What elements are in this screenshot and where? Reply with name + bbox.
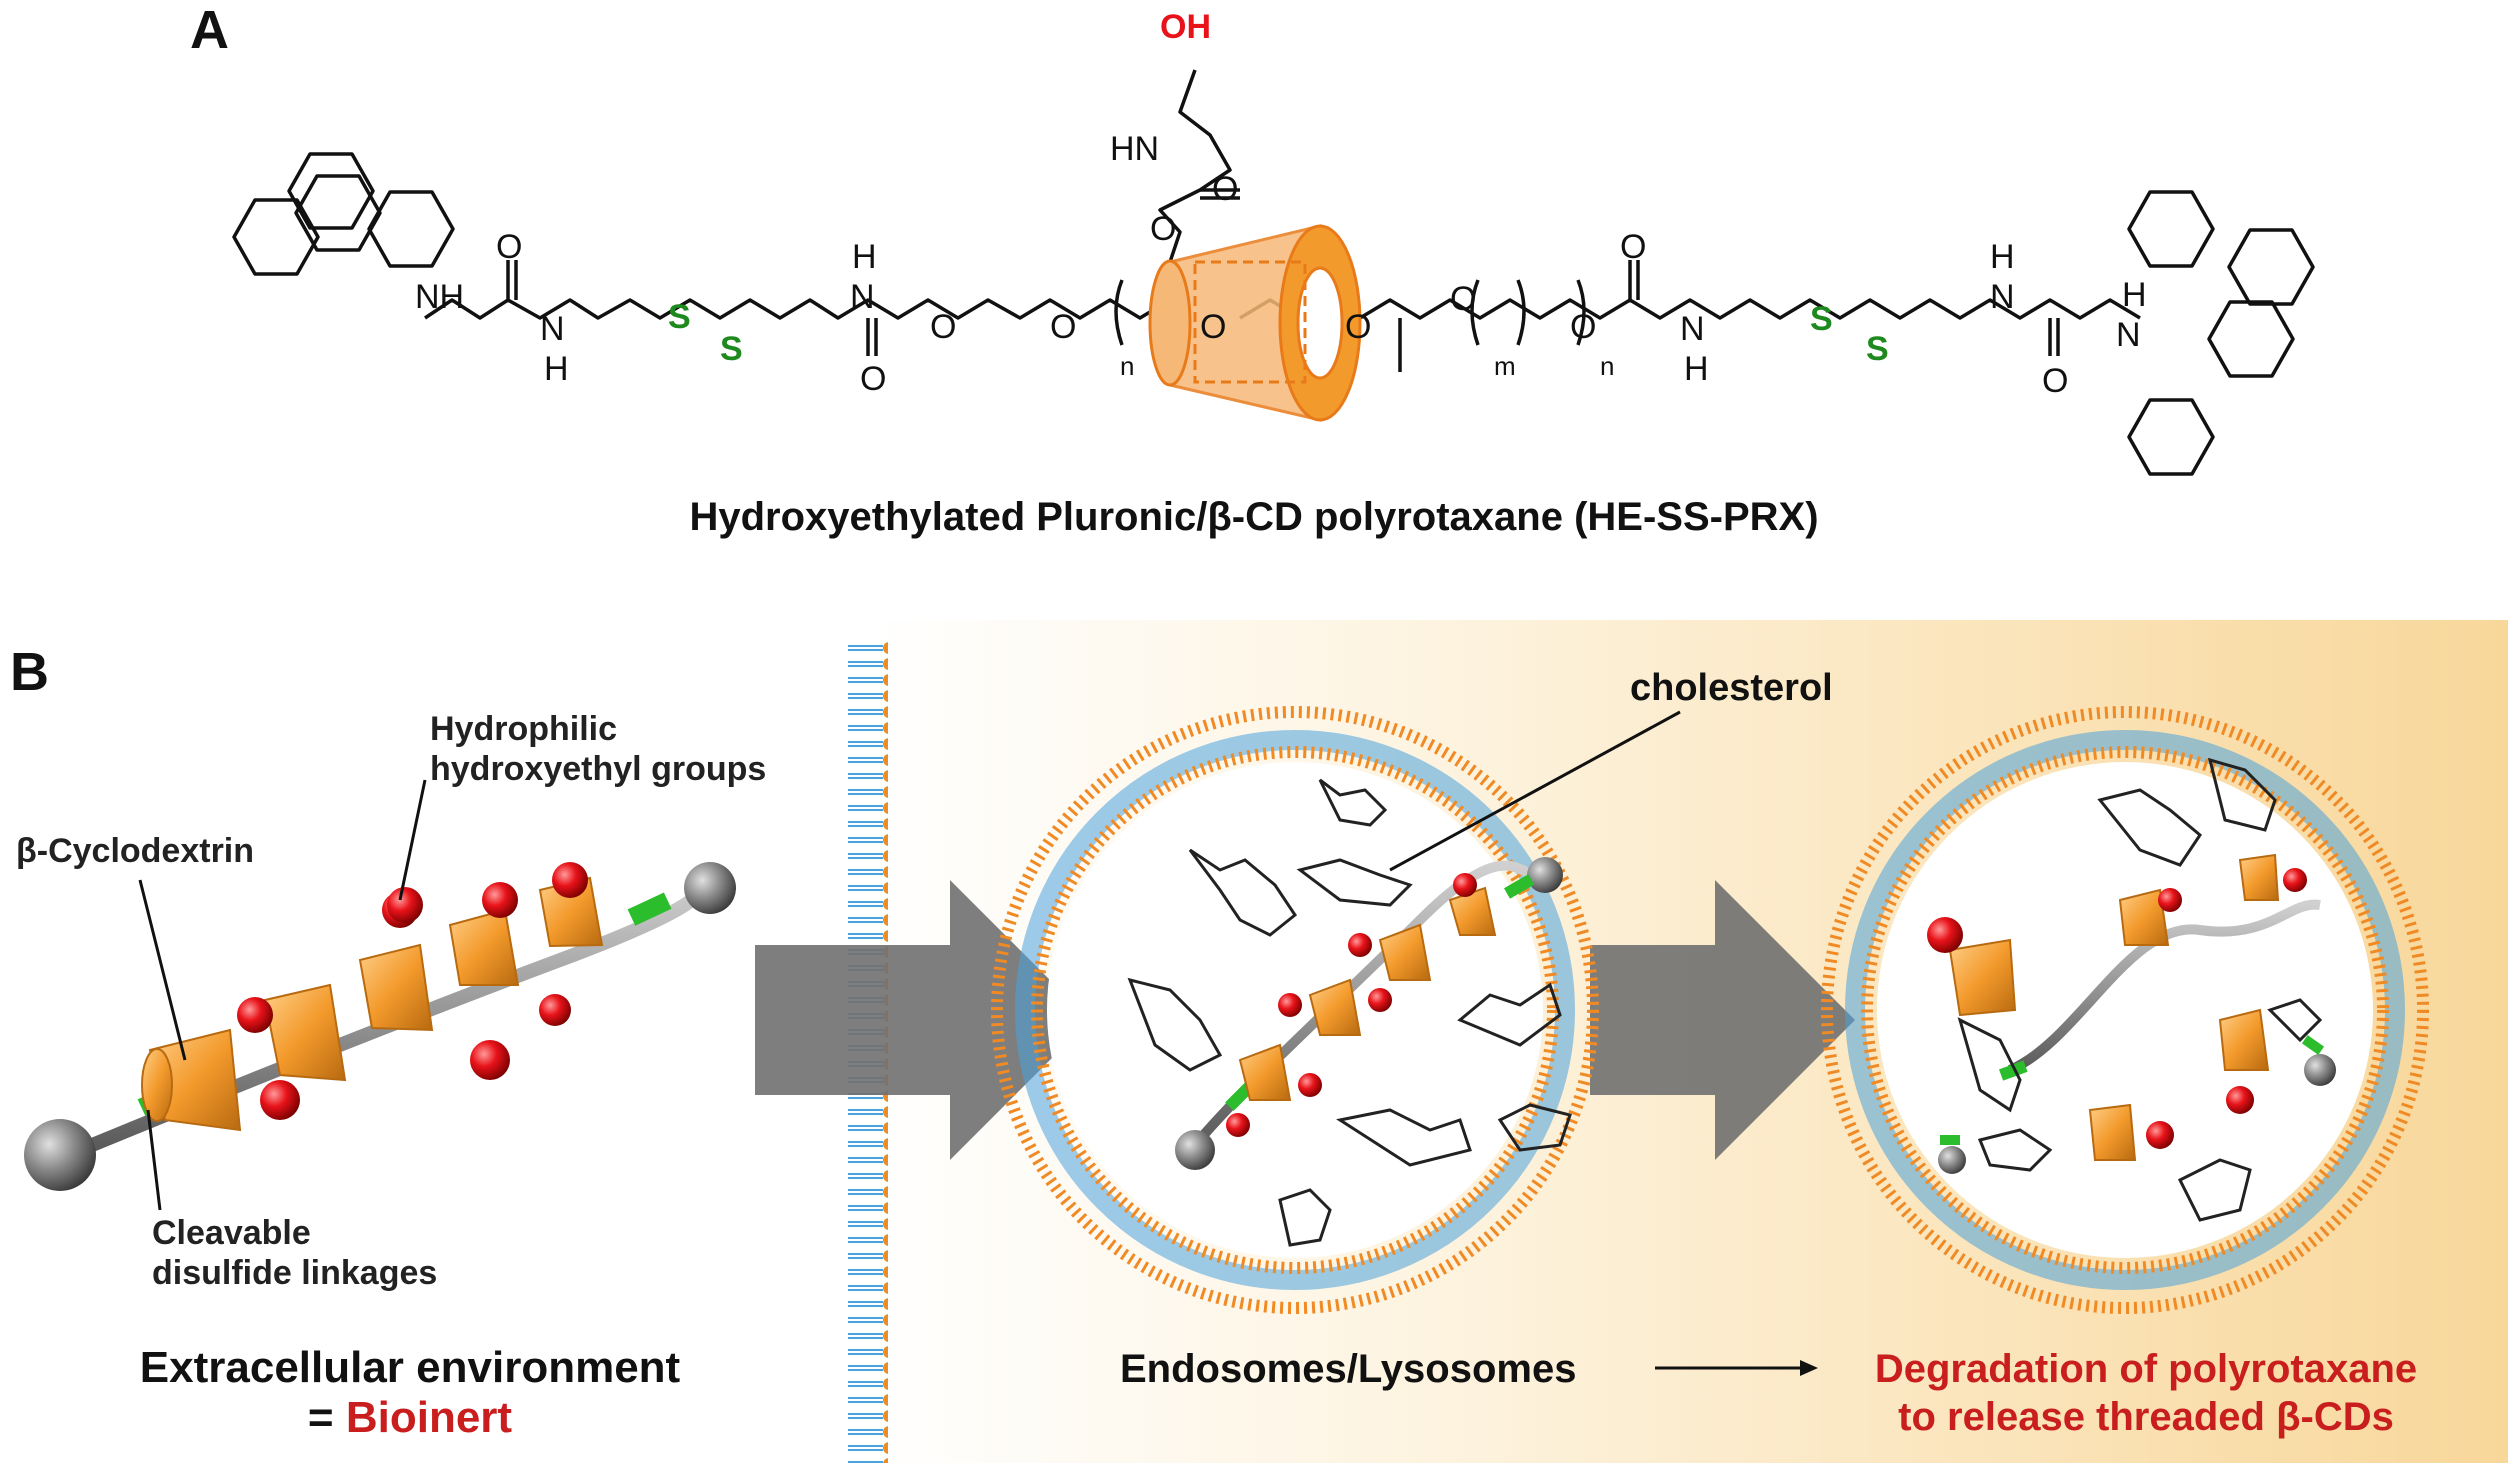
backbone-right <box>1239 298 2141 320</box>
atom-o-ppo2: O <box>1345 308 1371 346</box>
atom-o-ppo3: O <box>1450 280 1476 318</box>
atom-n-right2: N <box>1990 278 2015 316</box>
stopper-ball-left <box>24 1119 96 1191</box>
atom-n-left3: N <box>850 278 875 316</box>
label-endosomes: Endosomes/Lysosomes <box>1120 1347 1576 1391</box>
atom-o-peg-right: O <box>1570 308 1596 346</box>
atom-o-carbamate-left1: O <box>860 360 886 398</box>
label-cholesterol: cholesterol <box>1630 667 1833 709</box>
polyrotaxane-model-left <box>24 862 736 1191</box>
atom-o-ppo1: O <box>1200 308 1226 346</box>
cd-cone-structure <box>1148 224 1362 422</box>
atom-nh-left1: NH <box>415 278 464 316</box>
atom-n-right1: N <box>1680 310 1705 348</box>
label-degradation-1: Degradation of polyrotaxane <box>1875 1347 2417 1391</box>
atom-n-left2: N <box>540 310 565 348</box>
endosome-left <box>991 706 1599 1314</box>
label-degradation-2: to release threaded β-CDs <box>1898 1395 2394 1439</box>
label-cleavable-1: Cleavable <box>152 1214 311 1252</box>
label-bioinert-line: = Bioinert <box>308 1393 512 1442</box>
atom-labels: OH HN O O NH O N H S S H N O O O n O O O… <box>415 8 2147 400</box>
atom-o-peg-left: O <box>1050 308 1076 346</box>
label-hydrophilic-1: Hydrophilic <box>430 710 617 748</box>
atom-o-link-top: O <box>1150 210 1176 248</box>
atom-o-amide-right: O <box>2042 362 2068 400</box>
atom-sub-n-left: n <box>1120 351 1134 381</box>
arrow-degradation <box>1590 880 1855 1160</box>
left-labels: Hydrophilic hydroxyethyl groups β-Cyclod… <box>16 710 766 1292</box>
arrow-endocytosis <box>755 880 1090 1160</box>
endosome-right <box>1821 706 2429 1314</box>
atom-o-carbonyl-top: O <box>1212 170 1238 208</box>
atom-h-right2: H <box>1990 238 2015 276</box>
atom-n-right3: N <box>2116 316 2141 354</box>
label-beta-cd: β-Cyclodextrin <box>16 832 254 870</box>
atom-o-amide-left: O <box>496 228 522 266</box>
trityl-group-right <box>2127 190 2315 476</box>
atom-h-right3: H <box>2122 276 2147 314</box>
label-hydrophilic-2: hydroxyethyl groups <box>430 750 766 788</box>
atom-s3: S <box>1810 300 1833 338</box>
molecule-structure <box>232 69 2315 476</box>
trityl-group-left <box>232 152 382 276</box>
backbone-left <box>424 298 1171 320</box>
panel-a-title: Hydroxyethylated Pluronic/β-CD polyrotax… <box>689 495 1818 539</box>
arrow-small <box>1655 1360 1818 1376</box>
atom-o-carbamate-right: O <box>1620 228 1646 266</box>
atom-hn-top: HN <box>1110 130 1159 168</box>
atom-s4: S <box>1866 330 1889 368</box>
atom-h-right1: H <box>1684 350 1709 388</box>
panel-a-label: A <box>190 0 229 60</box>
atom-h-left2: H <box>544 350 569 388</box>
atom-oh: OH <box>1160 8 1211 46</box>
atom-s2: S <box>720 330 743 368</box>
hydroxyethyl-linker <box>1158 69 1232 263</box>
panel-b-label: B <box>10 642 49 702</box>
atom-o-carbamate-left2: O <box>930 308 956 346</box>
label-cleavable-2: disulfide linkages <box>152 1254 437 1292</box>
atom-sub-m: m <box>1494 351 1516 381</box>
leader-lines-left <box>138 779 427 1211</box>
atom-h-left3: H <box>852 238 877 276</box>
atom-sub-n-right: n <box>1600 351 1614 381</box>
trityl-left-rings <box>367 190 455 268</box>
atom-s1: S <box>668 298 691 336</box>
leader-cholesterol <box>1389 710 1681 872</box>
label-extracellular: Extracellular environment <box>140 1343 681 1392</box>
stopper-ball-right <box>684 862 736 914</box>
